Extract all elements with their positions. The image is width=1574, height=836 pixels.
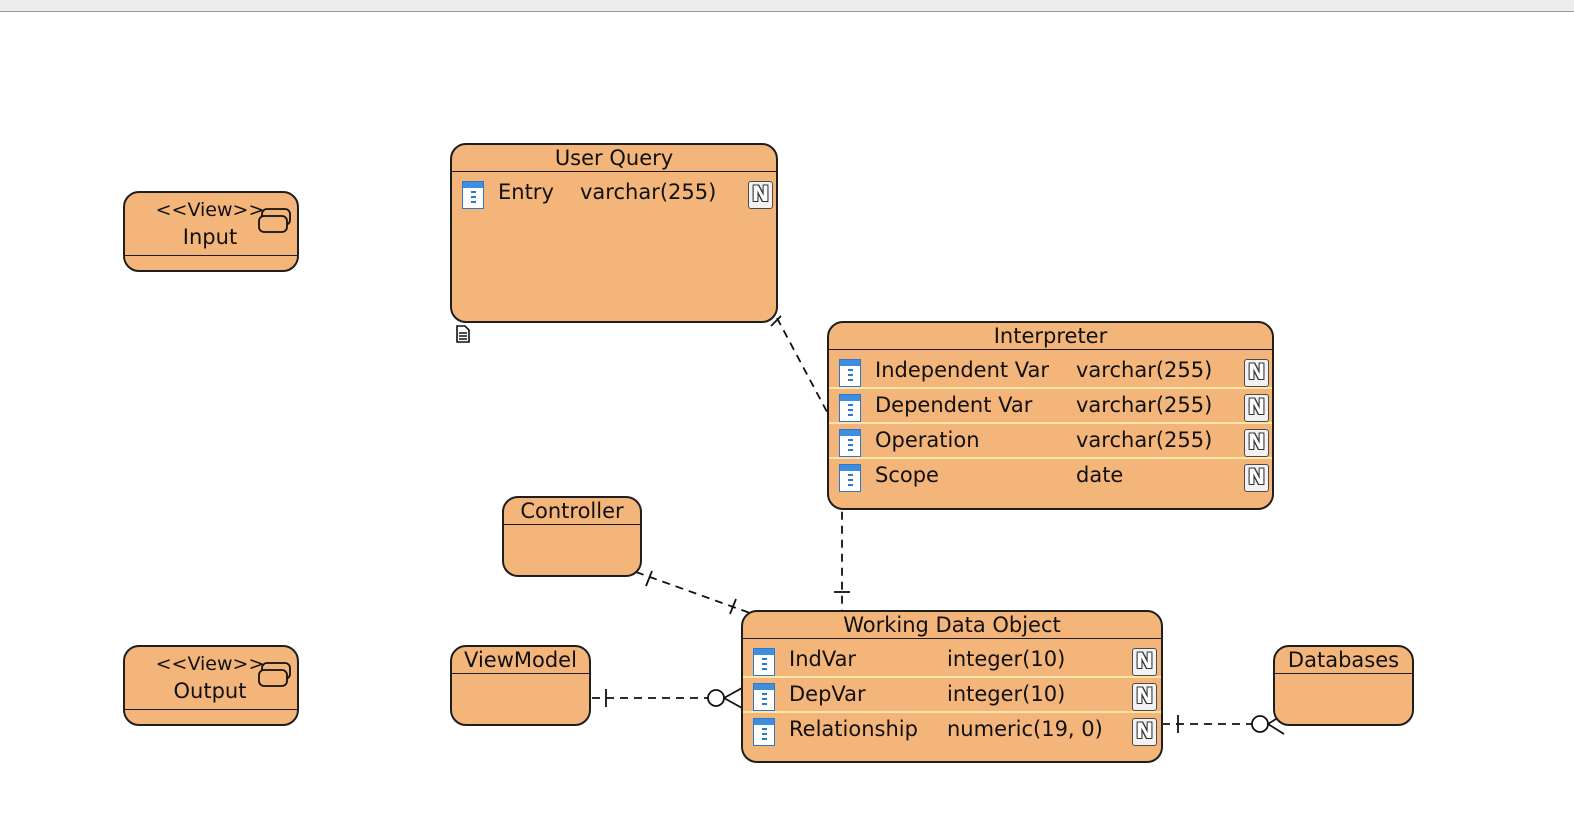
column-icon <box>753 718 777 746</box>
column-name: Dependent Var <box>875 393 1033 417</box>
column-type: integer(10) <box>947 647 1066 671</box>
nullable-n-icon: N <box>1132 648 1157 676</box>
column-name: DepVar <box>789 682 866 706</box>
column-name: Entry <box>498 180 554 204</box>
view-output[interactable]: <<View>> Output <box>123 645 299 726</box>
view-icon <box>258 662 291 687</box>
entity-title: Databases <box>1275 647 1412 674</box>
entity-working-data-object[interactable]: Working Data Object IndVar integer(10) N… <box>741 610 1163 763</box>
view-name: Output <box>173 679 247 703</box>
column-type: varchar(255) <box>580 180 717 204</box>
column-icon <box>839 429 863 457</box>
nullable-n-icon: N <box>1244 394 1269 422</box>
column-type: date <box>1076 463 1124 487</box>
nullable-n-icon: N <box>748 181 773 209</box>
document-icon[interactable] <box>456 325 470 343</box>
divider <box>125 709 297 710</box>
column-type: varchar(255) <box>1076 358 1213 382</box>
nullable-n-icon: N <box>1244 359 1269 387</box>
column-row[interactable]: DepVar integer(10) N <box>743 678 1161 713</box>
entity-databases[interactable]: Databases <box>1273 645 1414 726</box>
entity-title: Controller <box>504 498 640 525</box>
column-icon <box>839 394 863 422</box>
view-icon <box>258 208 291 233</box>
relationship-userquery-working[interactable] <box>776 317 843 611</box>
column-icon <box>839 359 863 387</box>
column-type: integer(10) <box>947 682 1066 706</box>
nullable-n-icon: N <box>1244 429 1269 457</box>
column-row[interactable]: IndVar integer(10) N <box>743 643 1161 678</box>
column-type: varchar(255) <box>1076 393 1213 417</box>
top-toolbar-edge <box>0 0 1574 12</box>
zero-marker <box>1251 715 1269 733</box>
column-row[interactable]: Relationship numeric(19, 0) N <box>743 713 1161 748</box>
column-row[interactable]: Operation varchar(255) N <box>829 424 1272 459</box>
zero-marker <box>707 689 725 707</box>
entity-title: Interpreter <box>829 323 1272 350</box>
column-type: varchar(255) <box>1076 428 1213 452</box>
nullable-n-icon: N <box>1244 464 1269 492</box>
nullable-n-icon: N <box>1132 683 1157 711</box>
many-marker <box>1267 723 1285 735</box>
column-icon <box>753 683 777 711</box>
divider <box>125 255 297 256</box>
one-marker <box>770 315 782 327</box>
view-input[interactable]: <<View>> Input <box>123 191 299 272</box>
column-row[interactable]: Independent Var varchar(255) N <box>829 354 1272 389</box>
many-marker <box>723 687 743 699</box>
entity-title: Working Data Object <box>743 612 1161 639</box>
one-marker <box>645 570 653 587</box>
column-name: Scope <box>875 463 939 487</box>
relationship-controller-working[interactable] <box>635 571 751 614</box>
column-icon <box>753 648 777 676</box>
column-icon <box>462 181 486 209</box>
entity-controller[interactable]: Controller <box>502 496 642 577</box>
column-name: IndVar <box>789 647 857 671</box>
column-row[interactable]: Dependent Var varchar(255) N <box>829 389 1272 424</box>
column-type: numeric(19, 0) <box>947 717 1103 741</box>
column-row[interactable]: Entry varchar(255) N <box>452 176 776 211</box>
column-name: Operation <box>875 428 980 452</box>
column-name: Relationship <box>789 717 918 741</box>
column-row[interactable]: Scope date N <box>829 459 1272 494</box>
entity-title: User Query <box>452 145 776 172</box>
column-name: Independent Var <box>875 358 1050 382</box>
stereotype-label: <<View>> <box>155 653 265 675</box>
nullable-n-icon: N <box>1132 718 1157 746</box>
one-marker <box>729 598 737 615</box>
entity-title: ViewModel <box>452 647 589 674</box>
stereotype-label: <<View>> <box>155 199 265 221</box>
entity-user-query[interactable]: User Query Entry varchar(255) N <box>450 143 778 323</box>
view-name: Input <box>182 225 238 249</box>
entity-viewmodel[interactable]: ViewModel <box>450 645 591 726</box>
entity-interpreter[interactable]: Interpreter Independent Var varchar(255)… <box>827 321 1274 510</box>
many-marker <box>723 697 743 709</box>
column-icon <box>839 464 863 492</box>
